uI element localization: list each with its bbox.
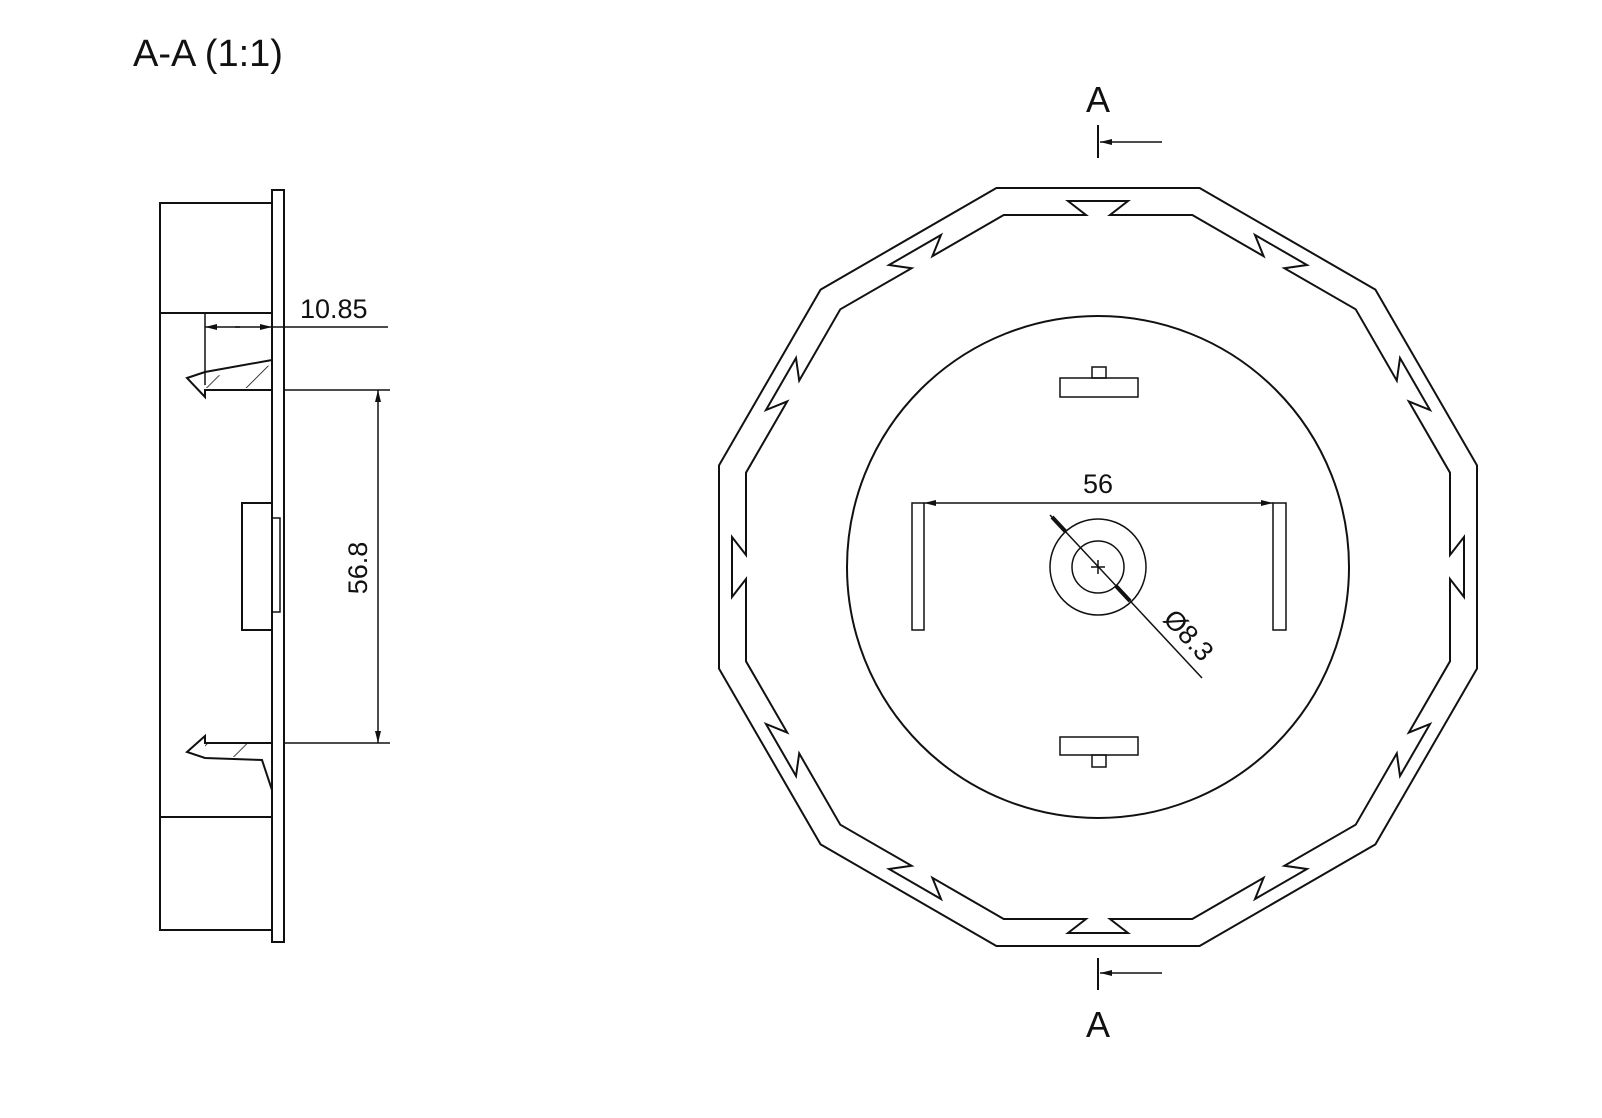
dim-diameter-label: Ø8.3 <box>1158 604 1220 667</box>
boss-tab <box>271 517 281 613</box>
plan-view: Ø8.3 56 <box>718 187 1478 947</box>
left-bar <box>911 502 925 631</box>
dim-height-label: 56.8 <box>343 542 373 595</box>
section-marker-top: A <box>1086 79 1162 158</box>
outer-dodecagon <box>718 187 1478 947</box>
hub-outer-circle <box>1049 518 1147 616</box>
section-marker-bottom: A <box>1086 958 1162 1045</box>
center-boss <box>241 502 273 631</box>
flange-wall <box>271 189 285 943</box>
svg-text:A: A <box>1086 1004 1110 1045</box>
section-title: A-A (1:1) <box>133 33 283 75</box>
right-bar <box>1272 502 1287 631</box>
clip-top <box>185 313 273 400</box>
hatched-top-block <box>159 202 273 314</box>
section-view: 10.85 56.8 <box>159 189 390 943</box>
svg-text:A: A <box>1086 79 1110 120</box>
bottom-tab <box>1059 736 1139 756</box>
dim-width-label: 56 <box>1083 469 1113 499</box>
clip-bottom <box>185 733 273 817</box>
inner-circle <box>846 315 1350 819</box>
dim-depth-label: 10.85 <box>300 294 368 324</box>
top-tab <box>1059 377 1139 398</box>
inner-notched-ring <box>731 200 1465 934</box>
hatched-bottom-block <box>159 816 273 931</box>
hub-inner-circle <box>1071 540 1125 594</box>
